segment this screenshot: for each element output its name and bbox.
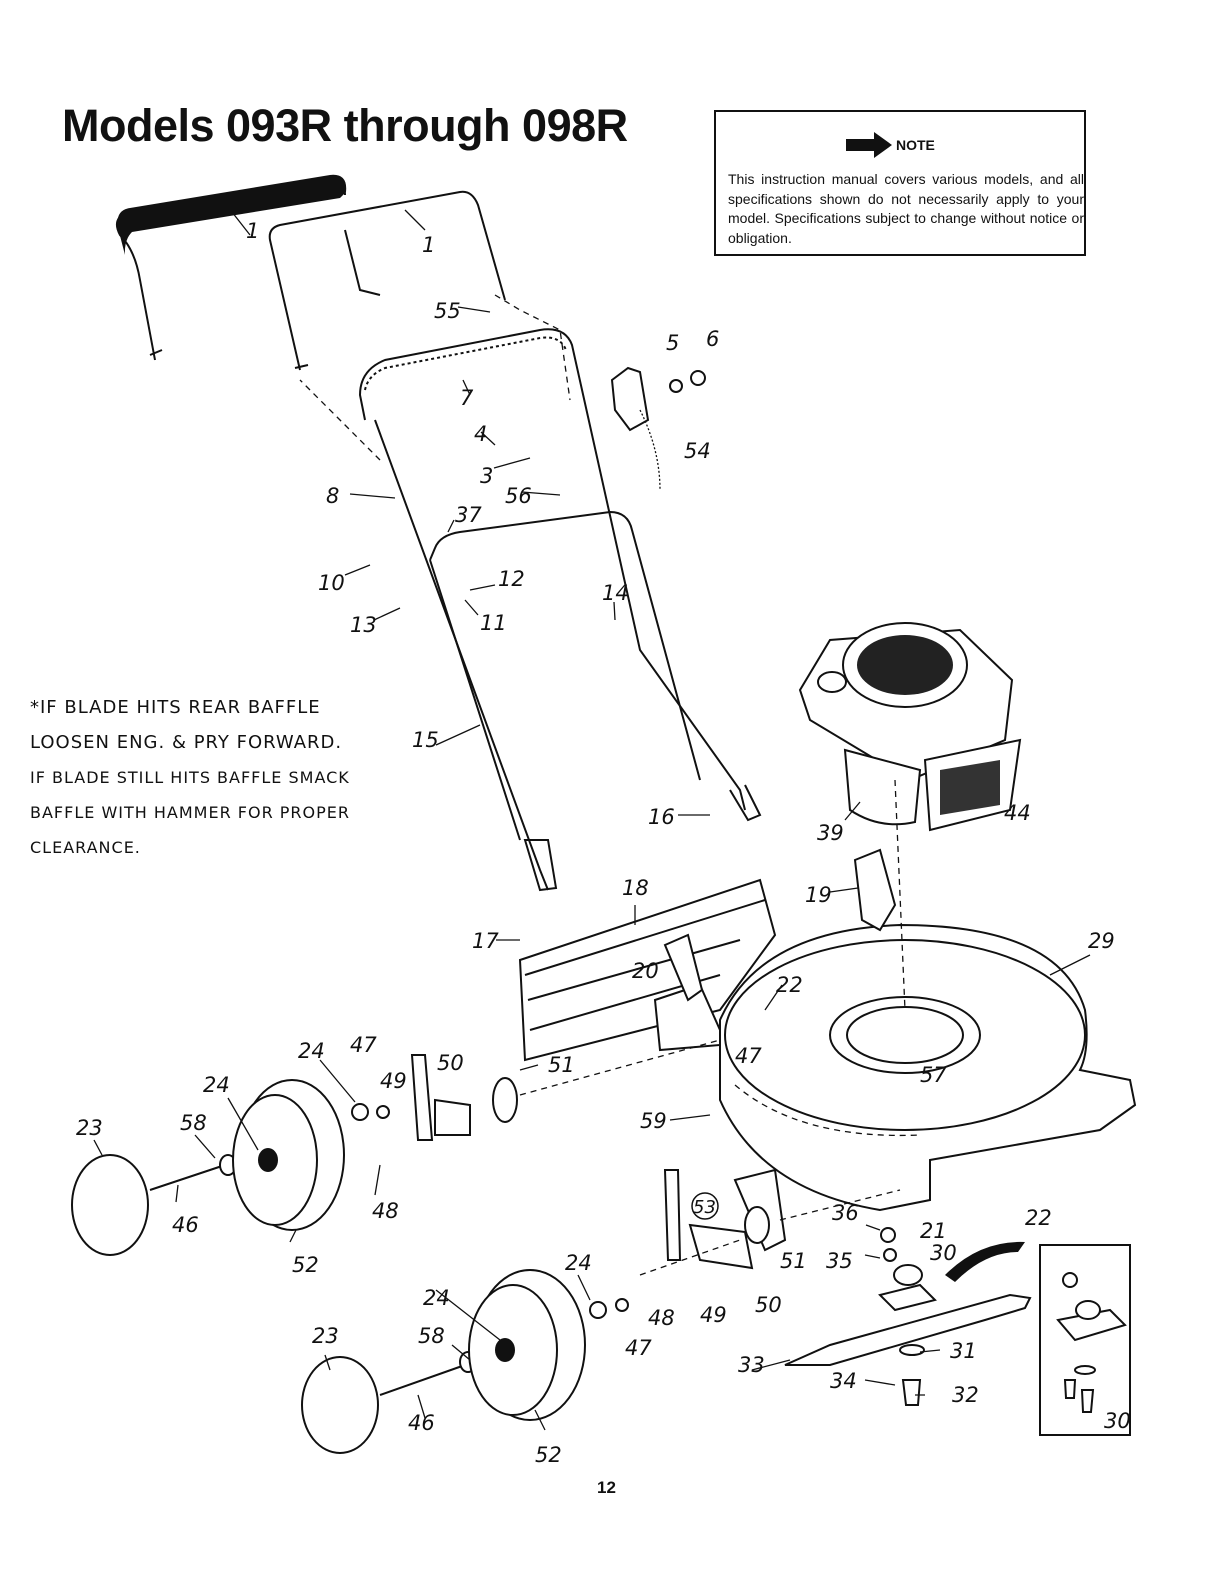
part-label: 51 bbox=[548, 1053, 575, 1077]
page-title: Models 093R through 098R bbox=[62, 100, 628, 151]
part-label: 29 bbox=[1088, 929, 1115, 953]
part-label: 52 bbox=[535, 1443, 562, 1467]
part-label: 57 bbox=[920, 1063, 947, 1087]
part-label: 3 bbox=[480, 464, 493, 488]
part-label: 56 bbox=[505, 484, 532, 508]
handwritten-line: *IF BLADE HITS REAR BAFFLE bbox=[30, 697, 321, 718]
part-label: 18 bbox=[622, 876, 649, 900]
part-label: 11 bbox=[480, 611, 507, 635]
handwritten-line: IF BLADE STILL HITS BAFFLE SMACK bbox=[30, 768, 350, 787]
wheel-upper-drawing bbox=[71, 1054, 518, 1256]
part-label: 13 bbox=[350, 613, 377, 637]
part-label: 30 bbox=[1104, 1409, 1131, 1433]
part-label: 59 bbox=[640, 1109, 667, 1133]
part-label: 53 bbox=[693, 1197, 716, 1218]
note-label: NOTE bbox=[896, 137, 935, 153]
note-text: This instruction manual covers various m… bbox=[728, 171, 1084, 246]
part-label: 22 bbox=[776, 973, 803, 997]
part-label: 44 bbox=[1004, 801, 1031, 825]
leader-lines bbox=[93, 209, 1091, 1431]
part-label: 6 bbox=[706, 327, 719, 351]
engine-drawing bbox=[798, 622, 1022, 832]
part-label: 47 bbox=[625, 1336, 652, 1360]
part-label: 55 bbox=[434, 299, 461, 323]
lower-handle-drawing bbox=[358, 328, 762, 892]
part-label: 48 bbox=[372, 1199, 399, 1223]
arrow-right-icon bbox=[846, 132, 892, 158]
wheel-lower-drawing bbox=[301, 1168, 787, 1454]
part-label: 52 bbox=[292, 1253, 319, 1277]
part-label: 19 bbox=[805, 883, 832, 907]
part-label: 30 bbox=[930, 1241, 957, 1265]
part-label: 23 bbox=[76, 1116, 103, 1140]
part-label: 1 bbox=[422, 233, 435, 257]
part-label: 50 bbox=[437, 1051, 464, 1075]
part-label: 46 bbox=[172, 1213, 199, 1237]
part-label: 49 bbox=[380, 1069, 407, 1093]
part-label: 51 bbox=[780, 1249, 807, 1273]
part-label: 22 bbox=[1025, 1206, 1052, 1230]
part-label: 24 bbox=[423, 1286, 450, 1310]
part-label: 24 bbox=[203, 1073, 230, 1097]
upper-handle-drawing bbox=[115, 174, 506, 371]
note-box: NOTE This instruction manual covers vari… bbox=[714, 110, 1086, 256]
part-label: 8 bbox=[326, 484, 339, 508]
part-label: 20 bbox=[632, 959, 659, 983]
part-label: 46 bbox=[408, 1411, 435, 1435]
part-label: 35 bbox=[826, 1249, 853, 1273]
part-label: 15 bbox=[412, 728, 439, 752]
part-label: 12 bbox=[498, 567, 525, 591]
part-label: 58 bbox=[180, 1111, 207, 1135]
blade-drawing bbox=[784, 1227, 1032, 1406]
handwritten-line: BAFFLE WITH HAMMER FOR PROPER bbox=[30, 803, 350, 822]
adapter-inset-drawing bbox=[1039, 1244, 1131, 1436]
part-label: 17 bbox=[472, 929, 499, 953]
part-label: 24 bbox=[298, 1039, 325, 1063]
part-label: 34 bbox=[830, 1369, 857, 1393]
part-label: 7 bbox=[460, 386, 474, 410]
rear-baffle-drawing bbox=[518, 848, 897, 1062]
page-number: 12 bbox=[597, 1478, 616, 1497]
part-label: 54 bbox=[684, 439, 711, 463]
handwritten-line: CLEARANCE. bbox=[30, 838, 141, 857]
part-number-labels: 1 1 55 7 5 6 54 4 3 56 8 37 10 12 11 13 … bbox=[76, 219, 1131, 1467]
part-label: 24 bbox=[565, 1251, 592, 1275]
part-label: 33 bbox=[738, 1353, 765, 1377]
handwritten-note: *IF BLADE HITS REAR BAFFLE LOOSEN ENG. &… bbox=[30, 690, 350, 865]
part-label: 50 bbox=[755, 1293, 782, 1317]
part-label: 49 bbox=[700, 1303, 727, 1327]
part-label: 47 bbox=[350, 1033, 377, 1057]
part-label: 16 bbox=[648, 805, 675, 829]
part-label: 36 bbox=[832, 1201, 859, 1225]
part-label: 39 bbox=[817, 821, 844, 845]
part-label: 37 bbox=[455, 503, 482, 527]
part-label: 5 bbox=[666, 331, 679, 355]
mower-deck-drawing bbox=[719, 923, 1137, 1212]
note-header: NOTE bbox=[846, 132, 935, 158]
part-label: 32 bbox=[952, 1383, 979, 1407]
handwritten-line: LOOSEN ENG. & PRY FORWARD. bbox=[30, 732, 343, 753]
part-label: 10 bbox=[318, 571, 345, 595]
part-label: 4 bbox=[474, 422, 487, 446]
part-label: 47 bbox=[735, 1044, 762, 1068]
part-label: 48 bbox=[648, 1306, 675, 1330]
part-label: 21 bbox=[920, 1219, 947, 1243]
part-label: 23 bbox=[312, 1324, 339, 1348]
part-label: 14 bbox=[602, 581, 629, 605]
throttle-control-drawing bbox=[610, 366, 706, 491]
part-label: 1 bbox=[246, 219, 259, 243]
part-label: 31 bbox=[950, 1339, 977, 1363]
part-label: 58 bbox=[418, 1324, 445, 1348]
